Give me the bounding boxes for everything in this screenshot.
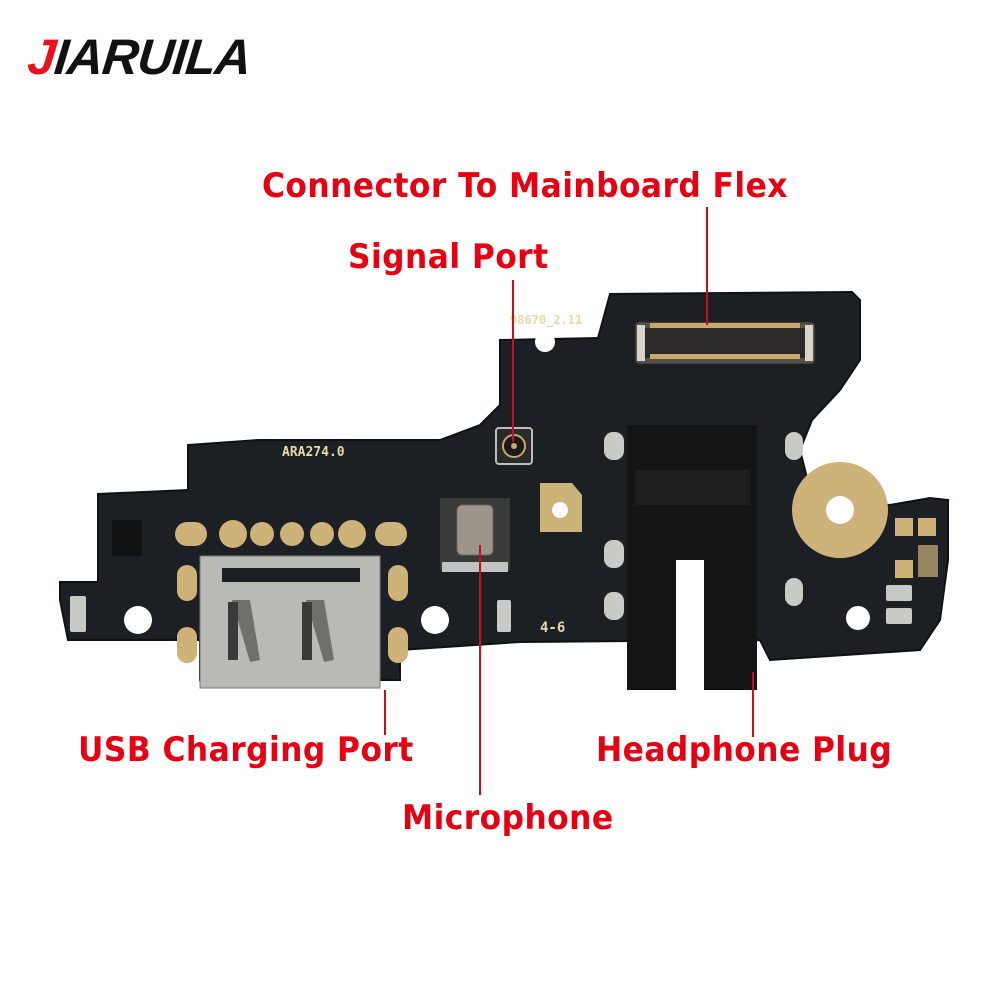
headphone-jack [627, 425, 757, 690]
label-signal-port: Signal Port [348, 237, 549, 277]
callout-line-signal [512, 280, 514, 442]
callout-line-microphone [479, 545, 481, 795]
mounting-hole [846, 606, 870, 630]
silkscreen-version: 4-6 [540, 620, 566, 636]
label-headphone-plug: Headphone Plug [596, 730, 893, 770]
label-connector-to-mainboard-flex: Connector To Mainboard Flex [262, 166, 788, 206]
mounting-hole [535, 332, 555, 352]
callout-line-connector [706, 207, 708, 325]
mounting-hole [124, 606, 152, 634]
microphone-component [440, 498, 510, 572]
signal-port [495, 427, 533, 465]
callout-line-usb [384, 690, 386, 735]
silkscreen-model: ARA274.0 [282, 445, 345, 460]
qr-code [895, 518, 938, 578]
label-microphone: Microphone [402, 798, 614, 838]
mounting-hole [421, 606, 449, 634]
flex-connector [634, 321, 816, 365]
usb-c-port [199, 555, 381, 689]
callout-line-headphone [752, 672, 754, 737]
ic-chip [112, 520, 142, 556]
silkscreen-board-id: 98670_2.11 [510, 313, 583, 327]
usb-solder-pads [175, 520, 408, 663]
label-usb-charging-port: USB Charging Port [78, 730, 414, 770]
